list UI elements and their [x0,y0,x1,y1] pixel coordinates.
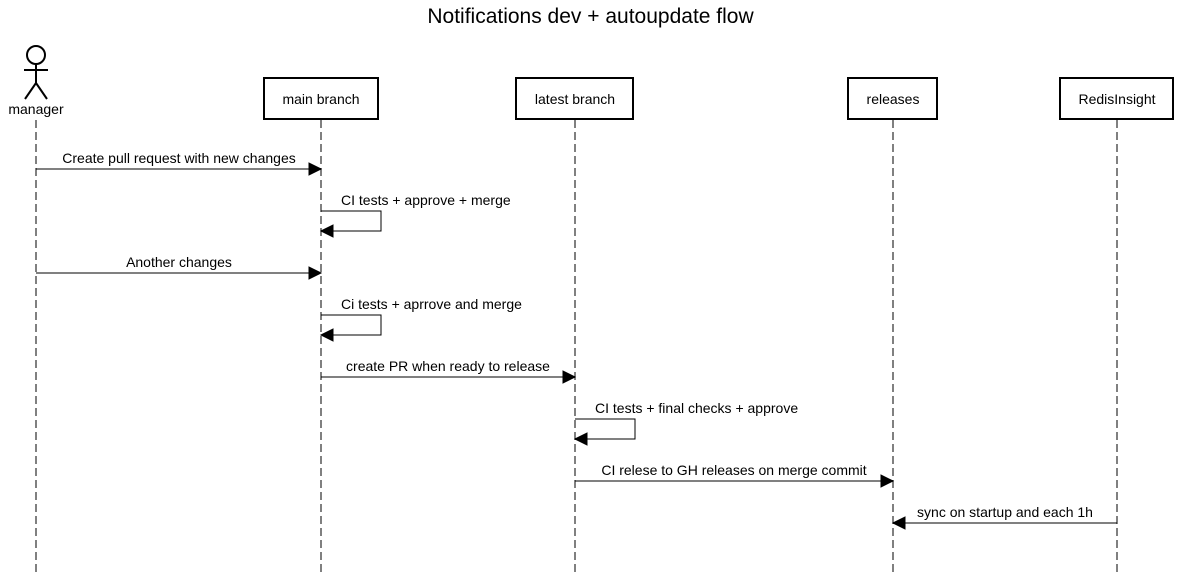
message-sync-on-startup: sync on startup and each 1h [891,504,1117,530]
participant-label-manager: manager [8,101,64,117]
participant-label-latest-branch: latest branch [535,91,615,107]
arrow-head-icon [562,370,577,384]
message-create-pull-request: Create pull request with new changes [36,150,323,176]
message-ci-tests-approve-merge: CI tests + approve + merge [319,192,511,238]
arrow-head-icon [891,516,906,530]
arrow-head-icon [573,432,588,446]
diagram-title: Notifications dev + autoupdate flow [427,5,754,28]
message-label: Another changes [126,254,232,270]
arrow-head-icon [319,328,334,342]
participant-label-main-branch: main branch [282,91,359,107]
message-label: create PR when ready to release [346,358,550,374]
message-another-changes: Another changes [36,254,323,280]
message-ci-tests-aprrove-and-merge: Ci tests + aprrove and merge [319,296,522,342]
message-label: Create pull request with new changes [62,150,295,166]
arrow-head-icon [308,162,323,176]
arrow-head-icon [308,266,323,280]
actor-manager: manager [8,45,64,117]
participant-latest-branch: latest branch [515,77,634,120]
participant-label-redisinsight: RedisInsight [1078,91,1155,107]
participant-releases: releases [847,77,938,120]
message-label: CI tests + final checks + approve [595,400,798,416]
message-label: CI tests + approve + merge [341,192,511,208]
message-label: sync on startup and each 1h [917,504,1093,520]
participant-label-releases: releases [867,91,920,107]
participant-redisinsight: RedisInsight [1059,77,1174,120]
message-create-pr-release: create PR when ready to release [321,358,577,384]
message-ci-tests-final-checks: CI tests + final checks + approve [573,400,798,446]
person-icon [24,45,48,100]
arrow-head-icon [319,224,334,238]
participant-main-branch: main branch [263,77,379,120]
message-label: CI relese to GH releases on merge commit [601,462,866,478]
arrow-head-icon [880,474,895,488]
message-label: Ci tests + aprrove and merge [341,296,522,312]
message-ci-release-gh: CI relese to GH releases on merge commit [575,462,895,488]
